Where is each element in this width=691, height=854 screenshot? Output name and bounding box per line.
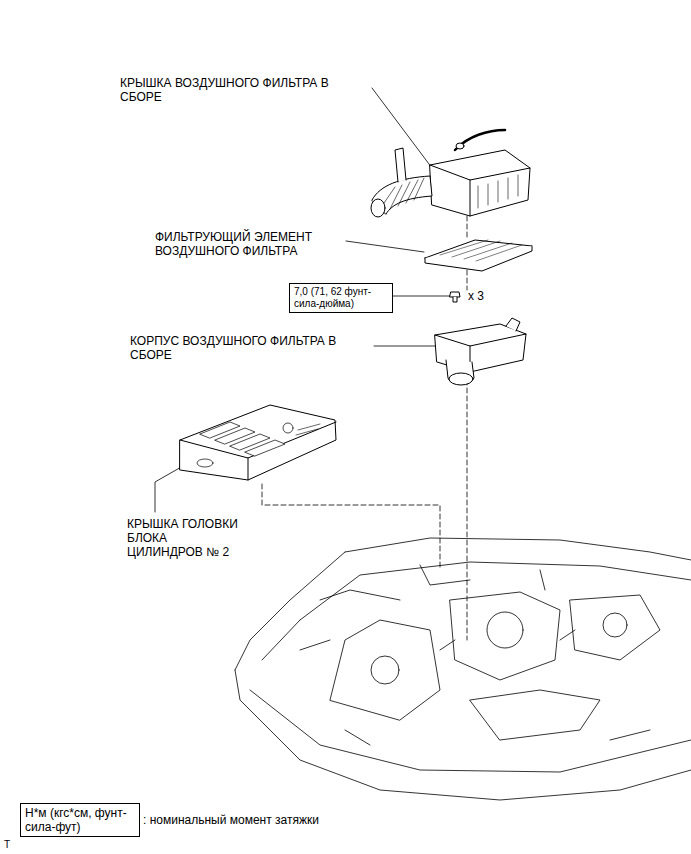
node-text: Н*м (кгс*см, фунт-сила-фут)	[25, 806, 135, 834]
node-text: 7,0 (71, 62 фунт-сила-дюйма)	[294, 286, 388, 310]
torque-spec-box: 7,0 (71, 62 фунт-сила-дюйма)	[289, 283, 393, 313]
engine-cover	[180, 405, 336, 480]
part-name: КОРПУС ВОЗДУШНОГО ФИЛЬТРА В СБОРЕ	[130, 334, 370, 362]
assembly-lines	[262, 216, 467, 640]
leader-lines	[155, 88, 450, 512]
part-name: ФИЛЬТРУЮЩИЙ ЭЛЕМЕНТ ВОЗДУШНОГО ФИЛЬТРА	[155, 230, 340, 258]
bolt	[450, 292, 460, 302]
air-cleaner-case	[435, 318, 526, 385]
legend-description: : номинальный момент затяжки	[143, 813, 319, 827]
filter-element	[425, 240, 532, 271]
figure-code: T	[4, 838, 10, 852]
legend-unit-box: Н*м (кгс*см, фунт-сила-фут)	[20, 803, 140, 837]
part-name: КРЫШКА ВОЗДУШНОГО ФИЛЬТРА В СБОРЕ	[120, 76, 360, 104]
part-name: КРЫШКА ГОЛОВКИ БЛОКА ЦИЛИНДРОВ № 2	[127, 517, 239, 559]
vehicle-engine-bay	[235, 538, 691, 800]
quantity-label: x 3	[468, 289, 484, 303]
air-cleaner-cap	[371, 130, 530, 217]
